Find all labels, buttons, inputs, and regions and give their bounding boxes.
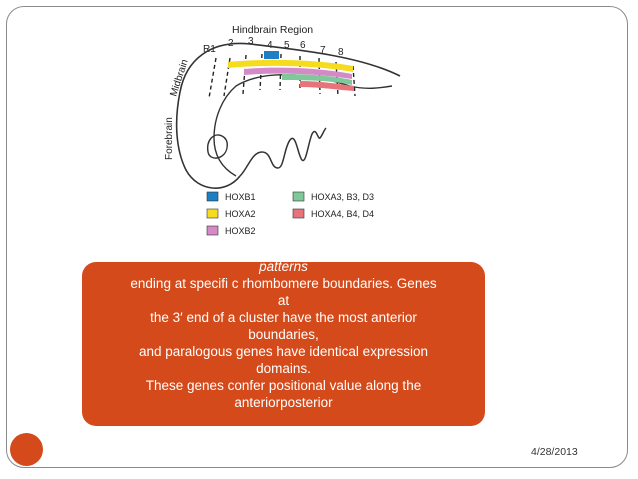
region-title: Hindbrain Region xyxy=(232,24,313,36)
legend-swatch-hoxa3 xyxy=(292,191,305,202)
pharyngeal-arches xyxy=(239,127,327,177)
rhombomere-label-3: 3 xyxy=(248,36,254,47)
callout-line: These genes confer positional value alon… xyxy=(145,378,422,393)
callout-line: domains. xyxy=(256,361,311,376)
legend-swatch-hoxb1 xyxy=(206,191,219,202)
legend-swatch-hoxa4 xyxy=(292,208,305,219)
legend-label-hoxb1: HOXB1 xyxy=(225,192,256,202)
expression-bands xyxy=(228,51,354,91)
hoxa3-band xyxy=(282,74,352,85)
legend-label-hoxa2: HOXA2 xyxy=(225,209,256,219)
legend: HOXB1 HOXA2 HOXB2 HOXA3, B3, D3 HOXA4, B… xyxy=(206,191,374,236)
hoxb2-band xyxy=(244,67,352,79)
callout-box: patterns ending at specifi c rhombomere … xyxy=(82,262,485,426)
callout-line: the 3′ end of a cluster have the most an… xyxy=(150,310,417,325)
hoxa4-band xyxy=(300,81,354,91)
callout-line: anteriorposterior xyxy=(234,395,333,410)
legend-label-hoxa4: HOXA4, B4, D4 xyxy=(311,209,374,219)
rhombomere-label-7: 7 xyxy=(320,45,326,56)
callout-line: patterns xyxy=(259,262,308,274)
forebrain-label: Forebrain xyxy=(164,117,175,160)
slide-frame xyxy=(6,6,628,468)
callout-line: and paralogous genes have identical expr… xyxy=(139,344,428,359)
eye-outline xyxy=(207,134,228,159)
hoxa2-band xyxy=(228,59,353,72)
callout-line: boundaries, xyxy=(248,327,319,342)
hoxb1-band xyxy=(264,51,279,59)
legend-swatch-hoxb2 xyxy=(206,225,219,236)
neural-tube-outline xyxy=(175,42,401,189)
rhombomere-label-4: 4 xyxy=(267,40,273,51)
rhombomere-label-5: 5 xyxy=(284,40,290,51)
legend-label-hoxa3: HOXA3, B3, D3 xyxy=(311,192,374,202)
neural-tube-inner-outline xyxy=(213,74,393,177)
rhombomere-label-6: 6 xyxy=(300,40,306,51)
slide-accent-circle xyxy=(10,433,43,466)
callout-line: ending at specifi c rhombomere boundarie… xyxy=(130,276,437,291)
callout-line: at xyxy=(277,293,290,308)
slide-date: 4/28/2013 xyxy=(531,446,578,458)
rhombomere-label-8: 8 xyxy=(338,47,344,58)
legend-swatch-hoxa2 xyxy=(206,208,219,219)
legend-label-hoxb2: HOXB2 xyxy=(225,226,256,236)
